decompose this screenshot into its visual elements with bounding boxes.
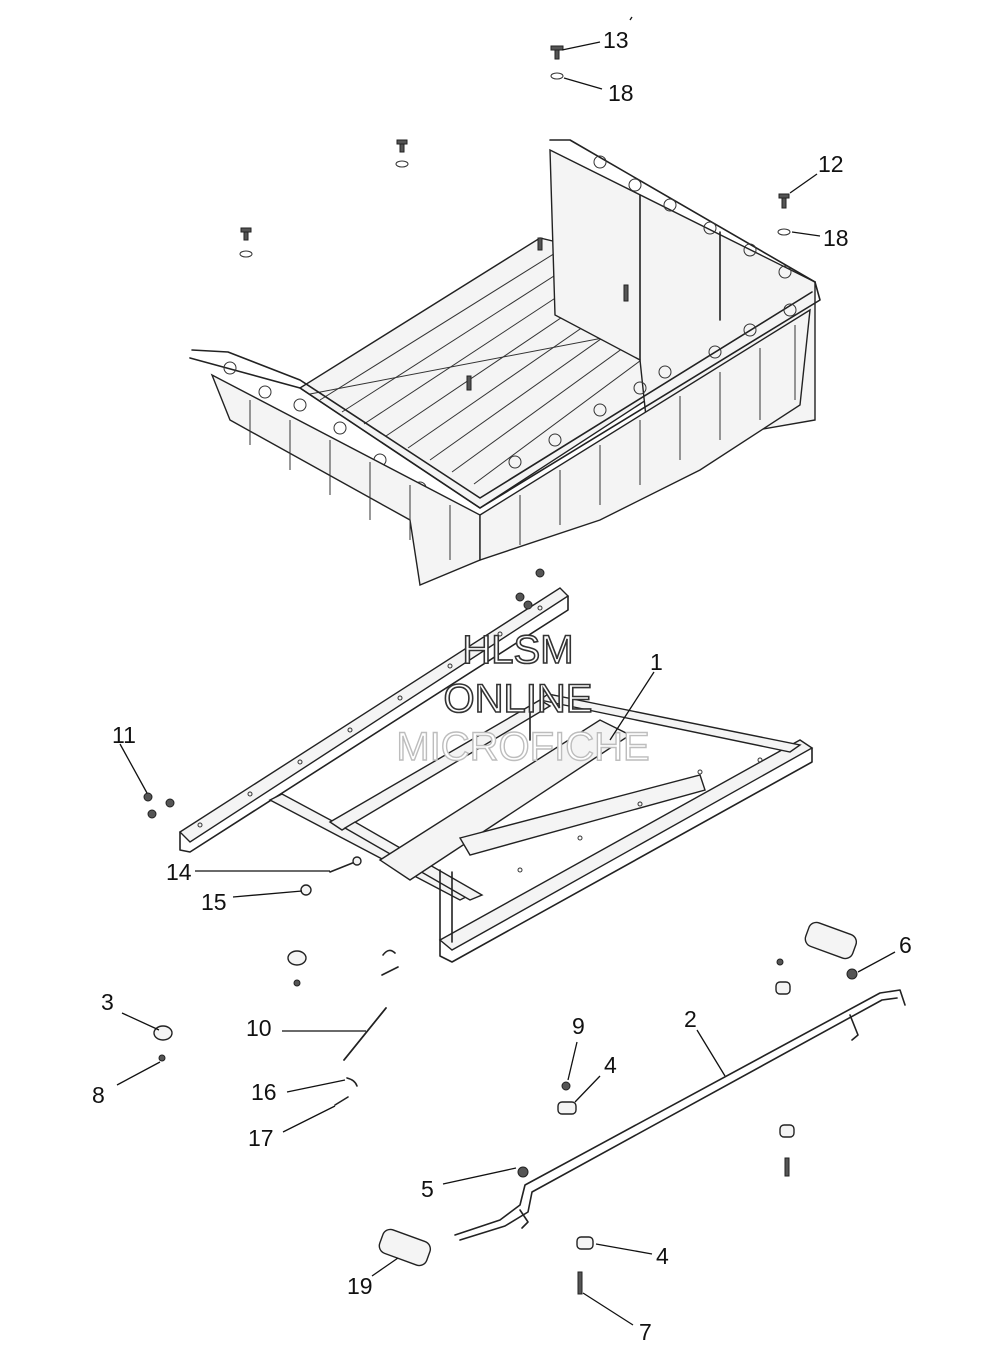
- bolt-14: [329, 856, 362, 873]
- callout-16: 16: [251, 1079, 277, 1105]
- callout-labels: 1 2 3 4 4 5 6 7 8 9 10 11 12 13 14 15 16…: [92, 27, 912, 1345]
- grip-19: [378, 1228, 432, 1267]
- watermark-line-1: HLSM: [462, 628, 573, 672]
- latch-rod-2: [454, 989, 906, 1241]
- bolt-set-11: [143, 568, 545, 819]
- callout-18b: 18: [823, 225, 849, 251]
- pin-upper: [381, 949, 399, 976]
- callout-10: 10: [246, 1015, 272, 1041]
- nut-15: [300, 884, 312, 896]
- watermark-line-3: MICROFICHE: [396, 725, 649, 769]
- frame: [178, 587, 814, 963]
- callout-2: 2: [684, 1006, 697, 1032]
- callout-4a: 4: [604, 1052, 617, 1078]
- callout-12: 12: [818, 151, 844, 177]
- callout-8: 8: [92, 1082, 105, 1108]
- strut-10: [343, 1007, 387, 1061]
- spring-5: [517, 1166, 529, 1178]
- hardware-set: [239, 45, 791, 258]
- callout-11: 11: [112, 722, 136, 748]
- watermark: HLSM ONLINE MICROFICHE: [396, 627, 651, 770]
- clip-16: [346, 1077, 358, 1087]
- callout-13: 13: [603, 27, 629, 53]
- pin-17: [334, 1096, 349, 1106]
- callout-3: 3: [101, 989, 114, 1015]
- bumper-top: [287, 950, 307, 987]
- callout-18a: 18: [608, 80, 634, 106]
- leader-lines: [116, 16, 896, 1326]
- clamp-4: [557, 981, 795, 1250]
- spring-6: [846, 968, 858, 980]
- watermark-line-2: ONLINE: [444, 677, 593, 721]
- callout-14: 14: [166, 859, 192, 885]
- callout-6: 6: [899, 932, 912, 958]
- callout-5: 5: [421, 1176, 434, 1202]
- callout-9: 9: [572, 1013, 585, 1039]
- callout-15: 15: [201, 889, 227, 915]
- callout-4b: 4: [656, 1243, 669, 1269]
- callout-17: 17: [248, 1125, 274, 1151]
- bumper-3: [153, 1025, 173, 1062]
- cargo-box: [189, 139, 821, 586]
- callout-7: 7: [639, 1319, 652, 1345]
- callout-19: 19: [347, 1273, 373, 1299]
- small-hardware: [561, 958, 790, 1295]
- grip-top: [804, 921, 858, 960]
- callout-1: 1: [650, 649, 663, 675]
